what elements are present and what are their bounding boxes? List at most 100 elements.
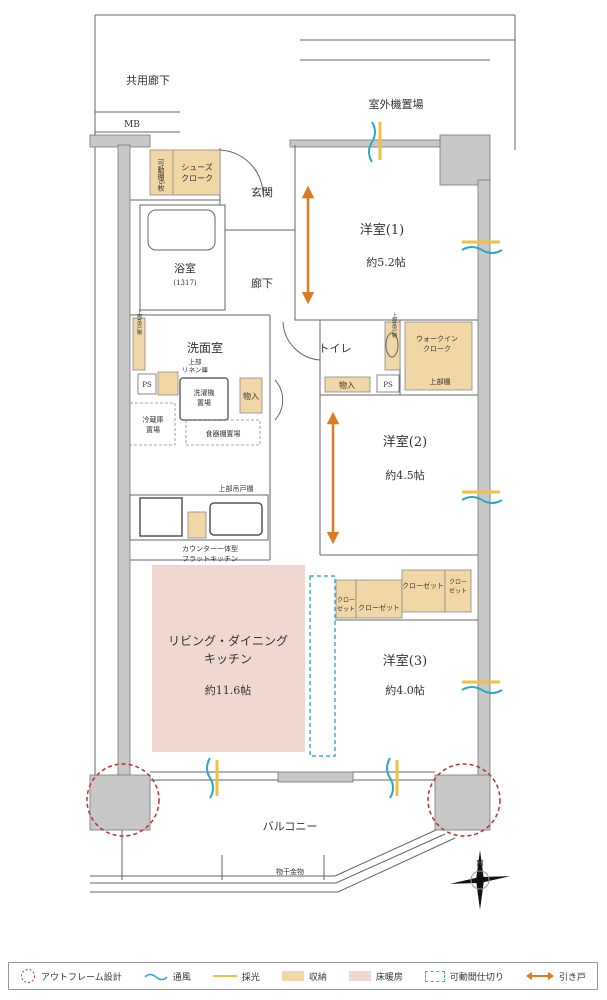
legend-item: 可動間仕切り [424,970,504,983]
label-linen-2: リネン庫 [182,365,209,374]
label-ldk-size: 約11.6帖 [205,683,252,697]
label-western1-size: 約5.2帖 [366,255,406,269]
floor-plan: 共用廊下 MB 室外機置場 可動棚6枚 シューズ クローク 玄関 浴室 (131… [86,14,516,910]
double-arrow-icon [525,972,554,980]
shoe-closet [149,149,221,196]
ps-box [137,373,157,395]
label-shoe-closet: シューズ [181,162,213,172]
legend-item: 収納 [281,970,327,983]
label-drying-hardware: 物干金物 [276,867,304,876]
label-kitchen-1: カウンター一体型 [182,544,238,553]
label-closet: クローゼット [358,603,400,612]
dashed-rect-icon [424,970,445,982]
label-shoe-closet-2: クローク [181,174,213,183]
legend-label: アウトフレーム設計 [41,972,122,983]
kitchen-upper-cabinet [187,511,207,539]
closet-main-a [355,579,403,619]
label-wic-1: ウォークイン [416,335,458,343]
legend-item: 採光 [212,970,260,983]
washroom-storage [239,377,263,414]
label-entrance: 玄関 [251,185,273,199]
floor-heating-area [152,565,305,752]
label-linen-1: 上部 [189,357,203,366]
storage-swatch-icon [281,971,304,981]
cupboard-space [185,419,261,446]
corridor-outline [94,14,516,800]
legend-item: 床暖房 [348,970,403,983]
linen-storage [157,371,179,396]
label-kitchen-2: フラットキッチン [182,555,238,563]
label-closet: ゼット [337,605,355,613]
column-left [89,774,151,831]
fridge-space [129,402,176,446]
label-bath: 浴室 [174,261,196,275]
left-wall [117,144,131,786]
label-common-corridor: 共用廊下 [126,73,170,87]
legend-item: 通風 [144,970,191,983]
bathtub [147,209,216,251]
label-closet: ゼット [449,587,467,595]
label-washer-2: 置場 [197,398,211,407]
ps-box-2 [376,374,400,393]
label-western3: 洋室(3) [383,653,427,669]
door-swings [217,149,321,421]
outframe-circle [427,763,501,837]
toilet-upper-cabinet [384,321,401,371]
legend: アウトフレーム設計 通風 採光 収納 床暖房 可動間仕切り 引き戸 [8,962,598,990]
mb-outline [95,111,180,133]
label-washroom-storage: 物入 [243,391,259,401]
label-bath-size: (1317) [173,279,197,287]
label-washer-1: 洗濯機 [194,388,215,397]
label-closet: クローゼット [402,581,444,590]
wall [277,771,354,783]
label-hall-storage: 物入 [339,380,355,390]
label-upper-shelf: 上部棚 [430,377,451,386]
label-ps: PS [142,381,152,389]
label-western3-size: 約4.0帖 [385,683,425,697]
label-outdoor-unit: 室外機置場 [369,97,424,111]
label-washroom: 洗面室 [187,340,223,355]
label-wic-2: クローク [423,345,451,353]
label-washroom-upper-cabinet: 上部吊戸棚 [136,309,142,336]
legend-label: 通風 [172,972,191,983]
column-right [434,774,491,831]
label-western2: 洋室(2) [383,434,427,450]
label-western1: 洋室(1) [360,222,404,238]
label-kitchen-cabinet: 上部吊戸棚 [219,484,254,493]
label-ps2: PS [383,381,393,389]
legend-label: 可動間仕切り [449,972,504,983]
washroom-upper-cabinet [132,317,146,371]
legend-item: アウトフレーム設計 [20,968,122,984]
label-ldk: リビング・ダイニング [168,633,288,648]
legend-item: 引き戸 [525,970,586,983]
ventilation-lighting-markers [206,121,503,799]
label-balcony: バルコニー [263,820,318,833]
legend-label: 採光 [241,972,260,983]
balcony-railing [90,829,456,893]
toilet-bowl [385,332,399,358]
label-hallway: 廊下 [251,276,273,290]
legend-label: 床暖房 [375,972,403,983]
closet-main-b [401,569,446,613]
window-sash [150,771,435,781]
label-mb: MB [124,120,140,130]
label-shoe-shelf: 可動棚6枚 [157,159,165,193]
hall-storage [324,376,371,393]
closet-small-b [444,569,472,613]
outframe-circle [86,763,160,837]
legend-label: 収納 [308,972,327,983]
floor-heating-swatch-icon [348,971,371,981]
label-cupboard: 食器棚置場 [206,429,241,438]
stove [139,497,183,537]
light-line-icon [212,975,237,977]
label-north: N [476,858,483,868]
walk-in-closet [404,321,473,391]
compass-icon [449,850,511,910]
label-toilet-cabinet: 上部吊戸棚 [391,312,397,339]
legend-label: 引き戸 [558,972,586,983]
wall [289,139,441,148]
label-closet: クロー [449,579,467,586]
label-fridge-1: 冷蔵庫 [143,415,164,424]
label-ldk-2: キッチン [204,652,252,666]
dashed-circle-icon [21,969,35,983]
